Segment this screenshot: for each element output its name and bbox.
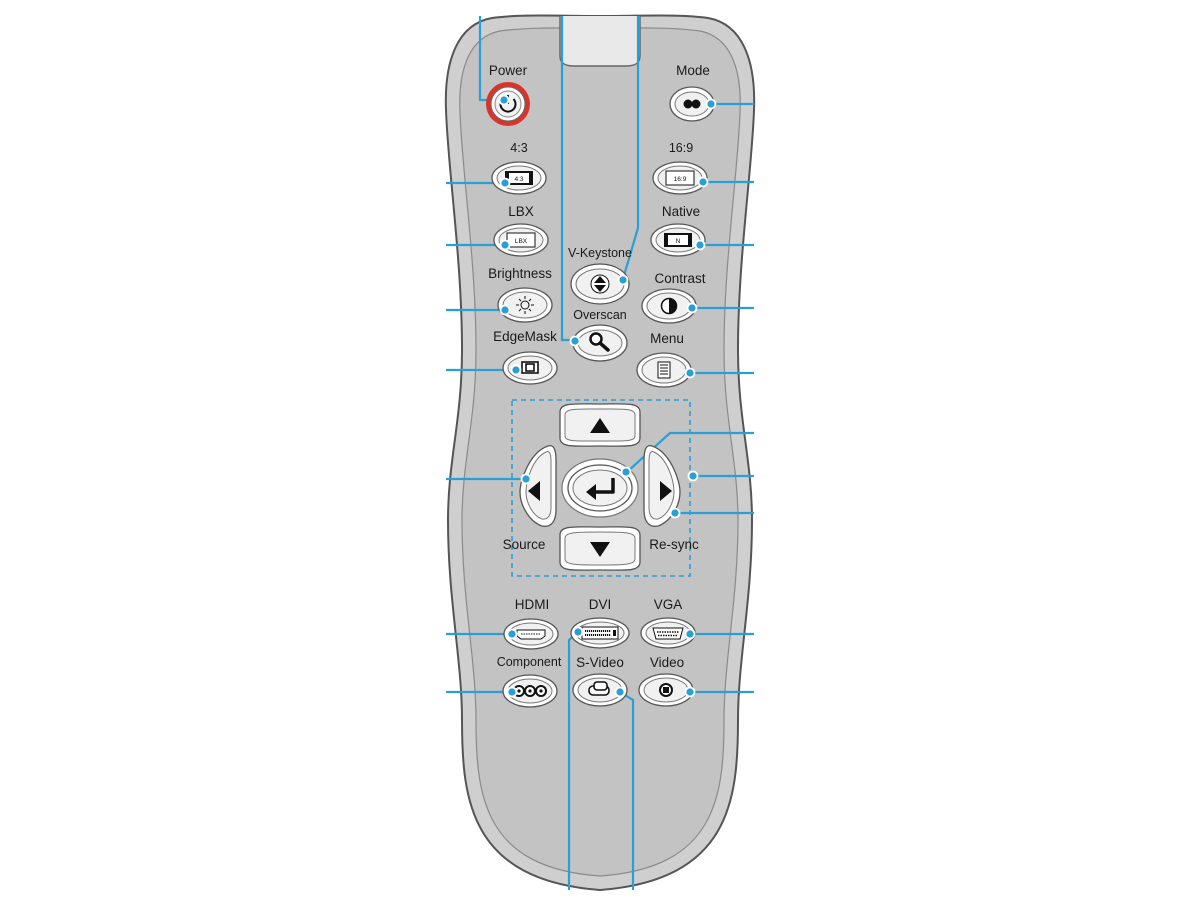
up-arrow-icon	[590, 418, 610, 433]
ratio-4-3-chip: 4:3	[514, 176, 523, 183]
native-button[interactable]: N	[650, 223, 706, 257]
native-label: Native	[662, 204, 700, 219]
hdmi-port-icon	[516, 629, 546, 640]
video-rca-icon	[659, 683, 673, 697]
navigation-area	[511, 399, 691, 577]
frame-icon	[521, 361, 539, 374]
vga-label: VGA	[654, 597, 683, 612]
sun-icon	[516, 296, 534, 314]
hdmi-label: HDMI	[515, 597, 550, 612]
vga-port-icon	[652, 627, 684, 640]
power-button[interactable]	[486, 82, 530, 126]
menu-button[interactable]	[636, 352, 692, 388]
up-down-arrows-icon	[590, 274, 610, 294]
svideo-icon	[588, 681, 610, 696]
callout-vkeystone	[621, 16, 640, 280]
svideo-button[interactable]	[572, 673, 628, 707]
half-circle-icon	[660, 297, 678, 315]
native-chip: N	[676, 238, 681, 245]
brightness-button[interactable]	[497, 287, 553, 323]
brightness-label: Brightness	[488, 266, 552, 281]
lbx-button[interactable]: LBX	[493, 223, 549, 257]
mode-icon	[683, 99, 701, 109]
contrast-label: Contrast	[654, 271, 705, 286]
lbx-label: LBX	[508, 204, 534, 219]
mode-label: Mode	[676, 63, 710, 78]
overscan-label: Overscan	[573, 308, 627, 322]
dvi-button[interactable]	[570, 617, 630, 649]
vkeystone-label: V-Keystone	[568, 246, 632, 260]
remote-body	[444, 14, 756, 892]
callout-enter	[626, 431, 754, 473]
down-arrow-icon	[590, 542, 610, 557]
edgemask-label: EdgeMask	[493, 329, 557, 344]
power-label: Power	[489, 63, 528, 78]
up-button[interactable]	[559, 403, 641, 447]
left-arrow-icon	[528, 481, 540, 501]
video-label: Video	[650, 655, 684, 670]
video-button[interactable]	[638, 673, 694, 707]
magnifier-icon	[589, 332, 610, 352]
ratio-4-3-button[interactable]: 4:3	[491, 161, 547, 195]
enter-button[interactable]	[561, 458, 639, 518]
list-icon	[657, 361, 671, 379]
component-label: Component	[497, 655, 562, 669]
svideo-label: S-Video	[576, 655, 624, 670]
right-arrow-icon	[660, 481, 672, 501]
vkeystone-button[interactable]	[570, 263, 630, 305]
dvi-port-icon	[581, 626, 619, 640]
ratio-4-3-label: 4:3	[510, 141, 527, 155]
source-label: Source	[503, 537, 546, 552]
component-rca-icon	[513, 685, 547, 697]
resync-right-button[interactable]	[643, 444, 681, 527]
mode-button[interactable]	[669, 86, 715, 122]
menu-label: Menu	[650, 331, 684, 346]
ratio-16-9-chip: 16:9	[674, 176, 687, 183]
down-button[interactable]	[559, 526, 641, 571]
component-button[interactable]	[502, 674, 558, 708]
ratio-16-9-button[interactable]: 16:9	[652, 161, 708, 195]
overscan-button[interactable]	[572, 324, 628, 362]
enter-icon	[586, 478, 615, 500]
ratio-16-9-label: 16:9	[669, 141, 693, 155]
hdmi-button[interactable]	[503, 618, 559, 650]
ratio-16-9-icon	[665, 170, 695, 186]
callout-dots	[498, 94, 717, 698]
contrast-button[interactable]	[641, 288, 697, 324]
dvi-label: DVI	[589, 597, 612, 612]
resync-label: Re-sync	[649, 537, 699, 552]
lbx-chip: LBX	[515, 238, 528, 245]
